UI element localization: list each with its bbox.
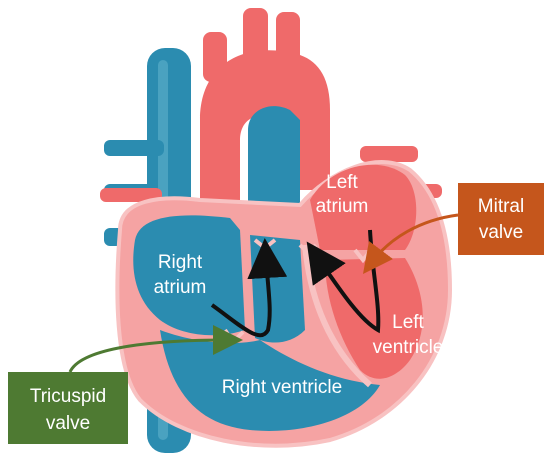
mitral-valve-pointer: [362, 213, 459, 274]
tricuspid-valve-label-2: valve: [46, 413, 90, 434]
flow-arrow-right: [210, 238, 288, 338]
tricuspid-valve-pointer: [68, 325, 243, 373]
label-left-atrium-1: Left: [326, 172, 358, 193]
label-left-atrium-2: atrium: [316, 196, 369, 217]
mitral-valve-box: [458, 183, 544, 255]
label-left-ventricle-1: Left: [392, 312, 424, 333]
mitral-valve-label-1: Mitral: [478, 196, 524, 217]
tricuspid-valve-box: [8, 372, 128, 444]
label-right-atrium-1: Right: [158, 252, 203, 273]
label-right-atrium-2: atrium: [154, 277, 207, 298]
tricuspid-valve-callout: Tricuspid valve: [8, 325, 243, 444]
mitral-valve-label-2: valve: [479, 222, 523, 243]
label-left-ventricle-2: ventricle: [373, 337, 444, 358]
left-chambers: [310, 164, 423, 379]
tricuspid-valve-label-1: Tricuspid: [30, 386, 106, 407]
label-right-ventricle: Right ventricle: [222, 377, 342, 398]
right-chambers: [133, 215, 380, 431]
mitral-valve-callout: Mitral valve: [362, 183, 544, 274]
